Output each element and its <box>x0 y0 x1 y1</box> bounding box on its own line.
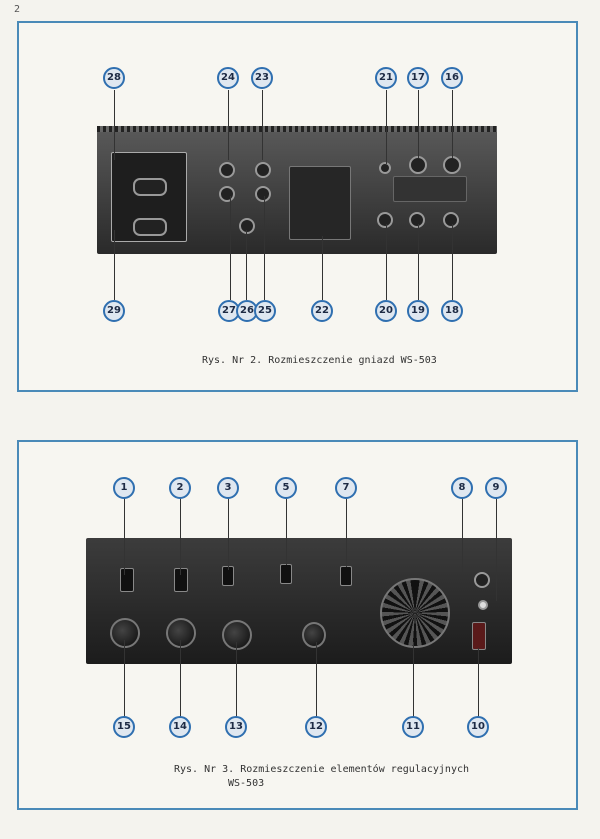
callout-21: 21 <box>375 67 397 89</box>
switch-2 <box>174 568 188 592</box>
callout-17: 17 <box>407 67 429 89</box>
jack-18 <box>443 212 459 228</box>
callout-22: 22 <box>311 300 333 322</box>
leader-5 <box>286 495 287 565</box>
leader-15 <box>124 640 125 718</box>
leader-20 <box>386 224 387 300</box>
leader-18 <box>452 224 453 300</box>
leader-27 <box>230 196 231 300</box>
callout-5: 5 <box>275 477 297 499</box>
leader-1 <box>124 495 125 575</box>
jack-25 <box>255 186 271 202</box>
callout-16: 16 <box>441 67 463 89</box>
jack-17 <box>409 156 427 174</box>
callout-19: 19 <box>407 300 429 322</box>
jack-26 <box>239 218 255 234</box>
leader-19 <box>418 224 419 300</box>
jack-16 <box>443 156 461 174</box>
leader-16 <box>452 90 453 158</box>
switch-1 <box>120 568 134 592</box>
leader-17 <box>418 90 419 158</box>
callout-11: 11 <box>402 716 424 738</box>
leader-28 <box>114 90 115 160</box>
power-indicator <box>478 600 488 610</box>
callout-18: 18 <box>441 300 463 322</box>
callout-20: 20 <box>375 300 397 322</box>
callout-28: 28 <box>103 67 125 89</box>
callout-23: 23 <box>251 67 273 89</box>
jack-19 <box>409 212 425 228</box>
leader-2 <box>180 495 181 575</box>
figure-3-caption-line2: WS-503 <box>228 778 265 789</box>
rear-panel-photo <box>97 126 497 254</box>
figure-2-caption: Rys. Nr 2. Rozmieszczenie gniazd WS-503 <box>202 355 437 366</box>
leader-24 <box>228 90 229 160</box>
leader-3 <box>228 495 229 570</box>
treble-knob <box>166 618 196 648</box>
leader-26 <box>246 230 247 300</box>
jack-24 <box>219 162 235 178</box>
callout-12: 12 <box>305 716 327 738</box>
mode-selector-knob <box>302 622 326 648</box>
leader-11 <box>413 642 414 718</box>
leader-10 <box>478 648 479 718</box>
leader-21 <box>386 90 387 164</box>
mains-outlet-upper <box>133 178 167 196</box>
callout-1: 1 <box>113 477 135 499</box>
leader-14 <box>180 640 181 718</box>
callout-25: 25 <box>254 300 276 322</box>
callout-8: 8 <box>451 477 473 499</box>
callout-26: 26 <box>236 300 258 322</box>
jack-20 <box>377 212 393 228</box>
leader-25 <box>264 196 265 300</box>
front-panel-photo <box>86 538 512 664</box>
switch-7 <box>340 566 352 586</box>
leader-23 <box>262 90 263 160</box>
callout-15: 15 <box>113 716 135 738</box>
callout-10: 10 <box>467 716 489 738</box>
leader-13 <box>236 642 237 718</box>
balance-knob <box>222 620 252 650</box>
headphone-jack <box>474 572 490 588</box>
leader-12 <box>316 642 317 718</box>
leader-29 <box>114 230 115 300</box>
jack-21 <box>379 162 391 174</box>
antenna-socket-block <box>289 166 351 240</box>
leader-7 <box>346 495 347 567</box>
type-plate <box>393 176 467 202</box>
callout-13: 13 <box>225 716 247 738</box>
leader-22 <box>322 236 323 300</box>
callout-3: 3 <box>217 477 239 499</box>
figure-3-caption-line1: Rys. Nr 3. Rozmieszczenie elementów regu… <box>174 764 470 775</box>
volume-knob <box>380 578 450 648</box>
callout-29: 29 <box>103 300 125 322</box>
power-switch <box>472 622 486 650</box>
mains-outlet-lower <box>133 218 167 236</box>
callout-14: 14 <box>169 716 191 738</box>
jack-27 <box>219 186 235 202</box>
callout-7: 7 <box>335 477 357 499</box>
callout-24: 24 <box>217 67 239 89</box>
callout-9: 9 <box>485 477 507 499</box>
callout-2: 2 <box>169 477 191 499</box>
jack-23 <box>255 162 271 178</box>
leader-9 <box>496 495 497 601</box>
leader-8 <box>462 495 463 575</box>
page-number: 2 <box>14 4 21 15</box>
switch-5 <box>280 564 292 584</box>
bass-knob <box>110 618 140 648</box>
